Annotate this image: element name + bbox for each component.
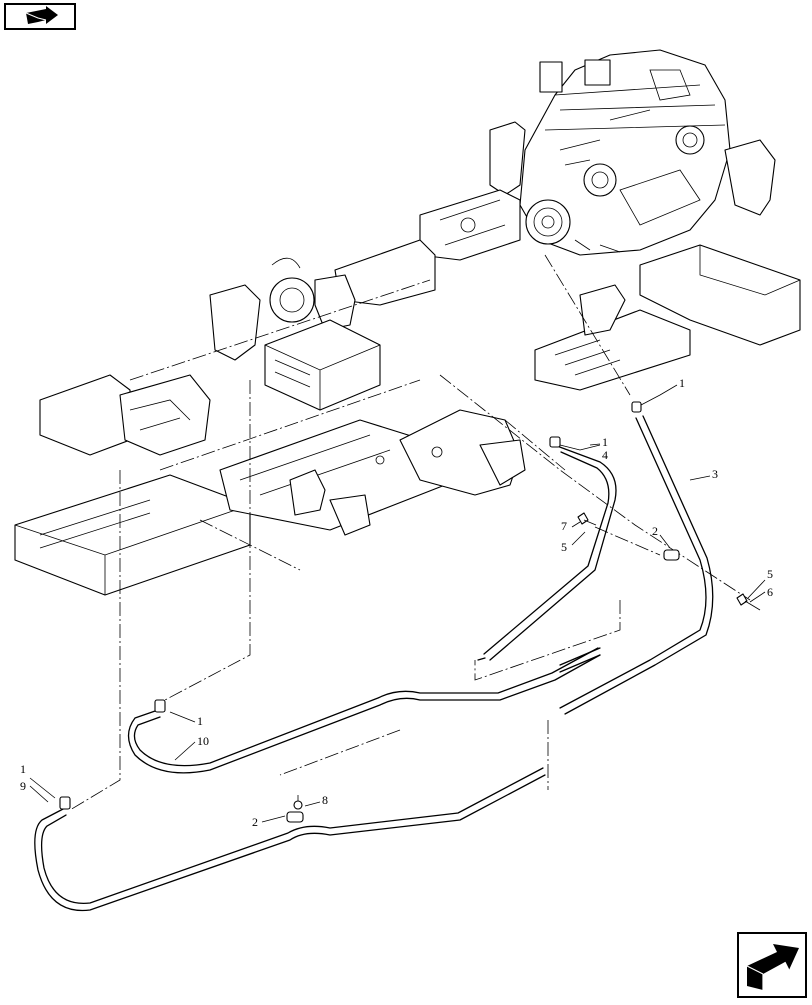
hose-4 [483,445,617,661]
callout-1: 1 [602,435,608,449]
callout-1: 1 [20,762,26,776]
callout-5: 5 [561,540,567,554]
callout-1: 1 [679,376,685,390]
callout-6: 6 [767,585,773,599]
clamp-fittings [59,401,761,823]
hose-10 [127,647,601,774]
callout-5: 5 [767,567,773,581]
assembly-centerlines [69,254,751,815]
callout-2: 2 [252,815,258,829]
callout-labels: 1 1 4 3 7 5 2 5 6 1 10 1 9 8 2 [20,376,773,829]
callout-10: 10 [197,734,209,748]
engine-assembly [519,49,731,256]
callout-2: 2 [652,524,658,538]
previous-page-button[interactable] [4,3,76,30]
callout-9: 9 [20,779,26,793]
forward-arrow-icon [746,944,799,990]
next-page-button[interactable] [737,932,807,998]
callout-3: 3 [712,467,718,481]
hose-lower-segment-a [559,647,601,673]
callout-4: 4 [602,448,608,462]
hose-9 [34,767,546,912]
hose-3 [559,415,714,715]
callout-8: 8 [322,793,328,807]
callout-1: 1 [197,714,203,728]
callout-7: 7 [561,519,567,533]
callout-leaders [29,384,766,823]
back-arrow-icon [25,6,58,24]
machine-frame [14,121,801,596]
